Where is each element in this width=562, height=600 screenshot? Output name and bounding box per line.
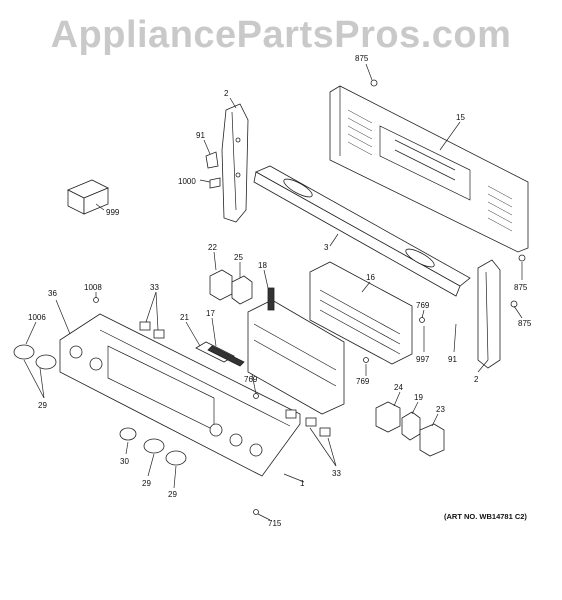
callout-23: 23 bbox=[436, 405, 445, 414]
callout-769-board: 769 bbox=[356, 377, 370, 386]
instruction-kit-box bbox=[67, 179, 109, 215]
callout-29-right: 29 bbox=[168, 490, 177, 499]
callout-15: 15 bbox=[456, 113, 465, 122]
label-strip-part bbox=[195, 341, 245, 367]
callout-875-bottom: 875 bbox=[518, 319, 532, 328]
callout-24: 24 bbox=[394, 383, 403, 392]
watermark: AppliancePartsPros.com bbox=[50, 14, 512, 56]
callout-33-bottom: 33 bbox=[332, 469, 341, 478]
callout-2-left: 2 bbox=[224, 89, 229, 98]
clip-part bbox=[205, 151, 221, 189]
callout-25: 25 bbox=[234, 253, 243, 262]
callout-997: 997 bbox=[416, 355, 430, 364]
callout-2-right: 2 bbox=[474, 375, 479, 384]
callout-769-right: 769 bbox=[416, 301, 430, 310]
control-panel-bezel-part bbox=[59, 313, 301, 477]
callout-36: 36 bbox=[48, 289, 57, 298]
callout-29-middle: 29 bbox=[142, 479, 151, 488]
callout-91-right: 91 bbox=[448, 355, 457, 364]
callout-29-left: 29 bbox=[38, 401, 47, 410]
touch-panel-part bbox=[309, 261, 413, 365]
callout-875-top: 875 bbox=[355, 54, 369, 63]
left-side-bracket-part bbox=[221, 103, 249, 223]
callout-715: 715 bbox=[268, 519, 282, 528]
callout-1006: 1006 bbox=[28, 313, 46, 322]
callout-22: 22 bbox=[208, 243, 217, 252]
right-side-bracket-part bbox=[477, 259, 501, 369]
leader-lines bbox=[23, 63, 523, 521]
callout-21: 21 bbox=[180, 313, 189, 322]
rear-panel-part bbox=[329, 85, 529, 253]
callout-17: 17 bbox=[206, 309, 215, 318]
callout-16: 16 bbox=[366, 273, 375, 282]
screw-part bbox=[93, 79, 526, 515]
manifold-cover-part bbox=[253, 165, 471, 297]
callout-999: 999 bbox=[106, 208, 120, 217]
control-board-part bbox=[247, 287, 345, 415]
callout-19: 19 bbox=[414, 393, 423, 402]
bushing-part bbox=[139, 321, 331, 437]
callout-30: 30 bbox=[120, 457, 129, 466]
knob-part bbox=[13, 344, 187, 466]
callout-18: 18 bbox=[258, 261, 267, 270]
art-number: (ART NO. WB14781 C2) bbox=[444, 512, 527, 521]
callout-875-mid: 875 bbox=[514, 283, 528, 292]
component-part bbox=[375, 401, 445, 457]
callout-91-left: 91 bbox=[196, 131, 205, 140]
relay-part bbox=[209, 269, 253, 305]
callout-labels: 875 15 2 91 1000 999 3 875 22 25 18 16 1… bbox=[28, 54, 532, 528]
callout-1: 1 bbox=[300, 479, 305, 488]
callout-1008: 1008 bbox=[84, 283, 102, 292]
callout-3: 3 bbox=[324, 243, 329, 252]
callout-769-center: 769 bbox=[244, 375, 258, 384]
callout-33-top: 33 bbox=[150, 283, 159, 292]
callout-1000: 1000 bbox=[178, 177, 196, 186]
